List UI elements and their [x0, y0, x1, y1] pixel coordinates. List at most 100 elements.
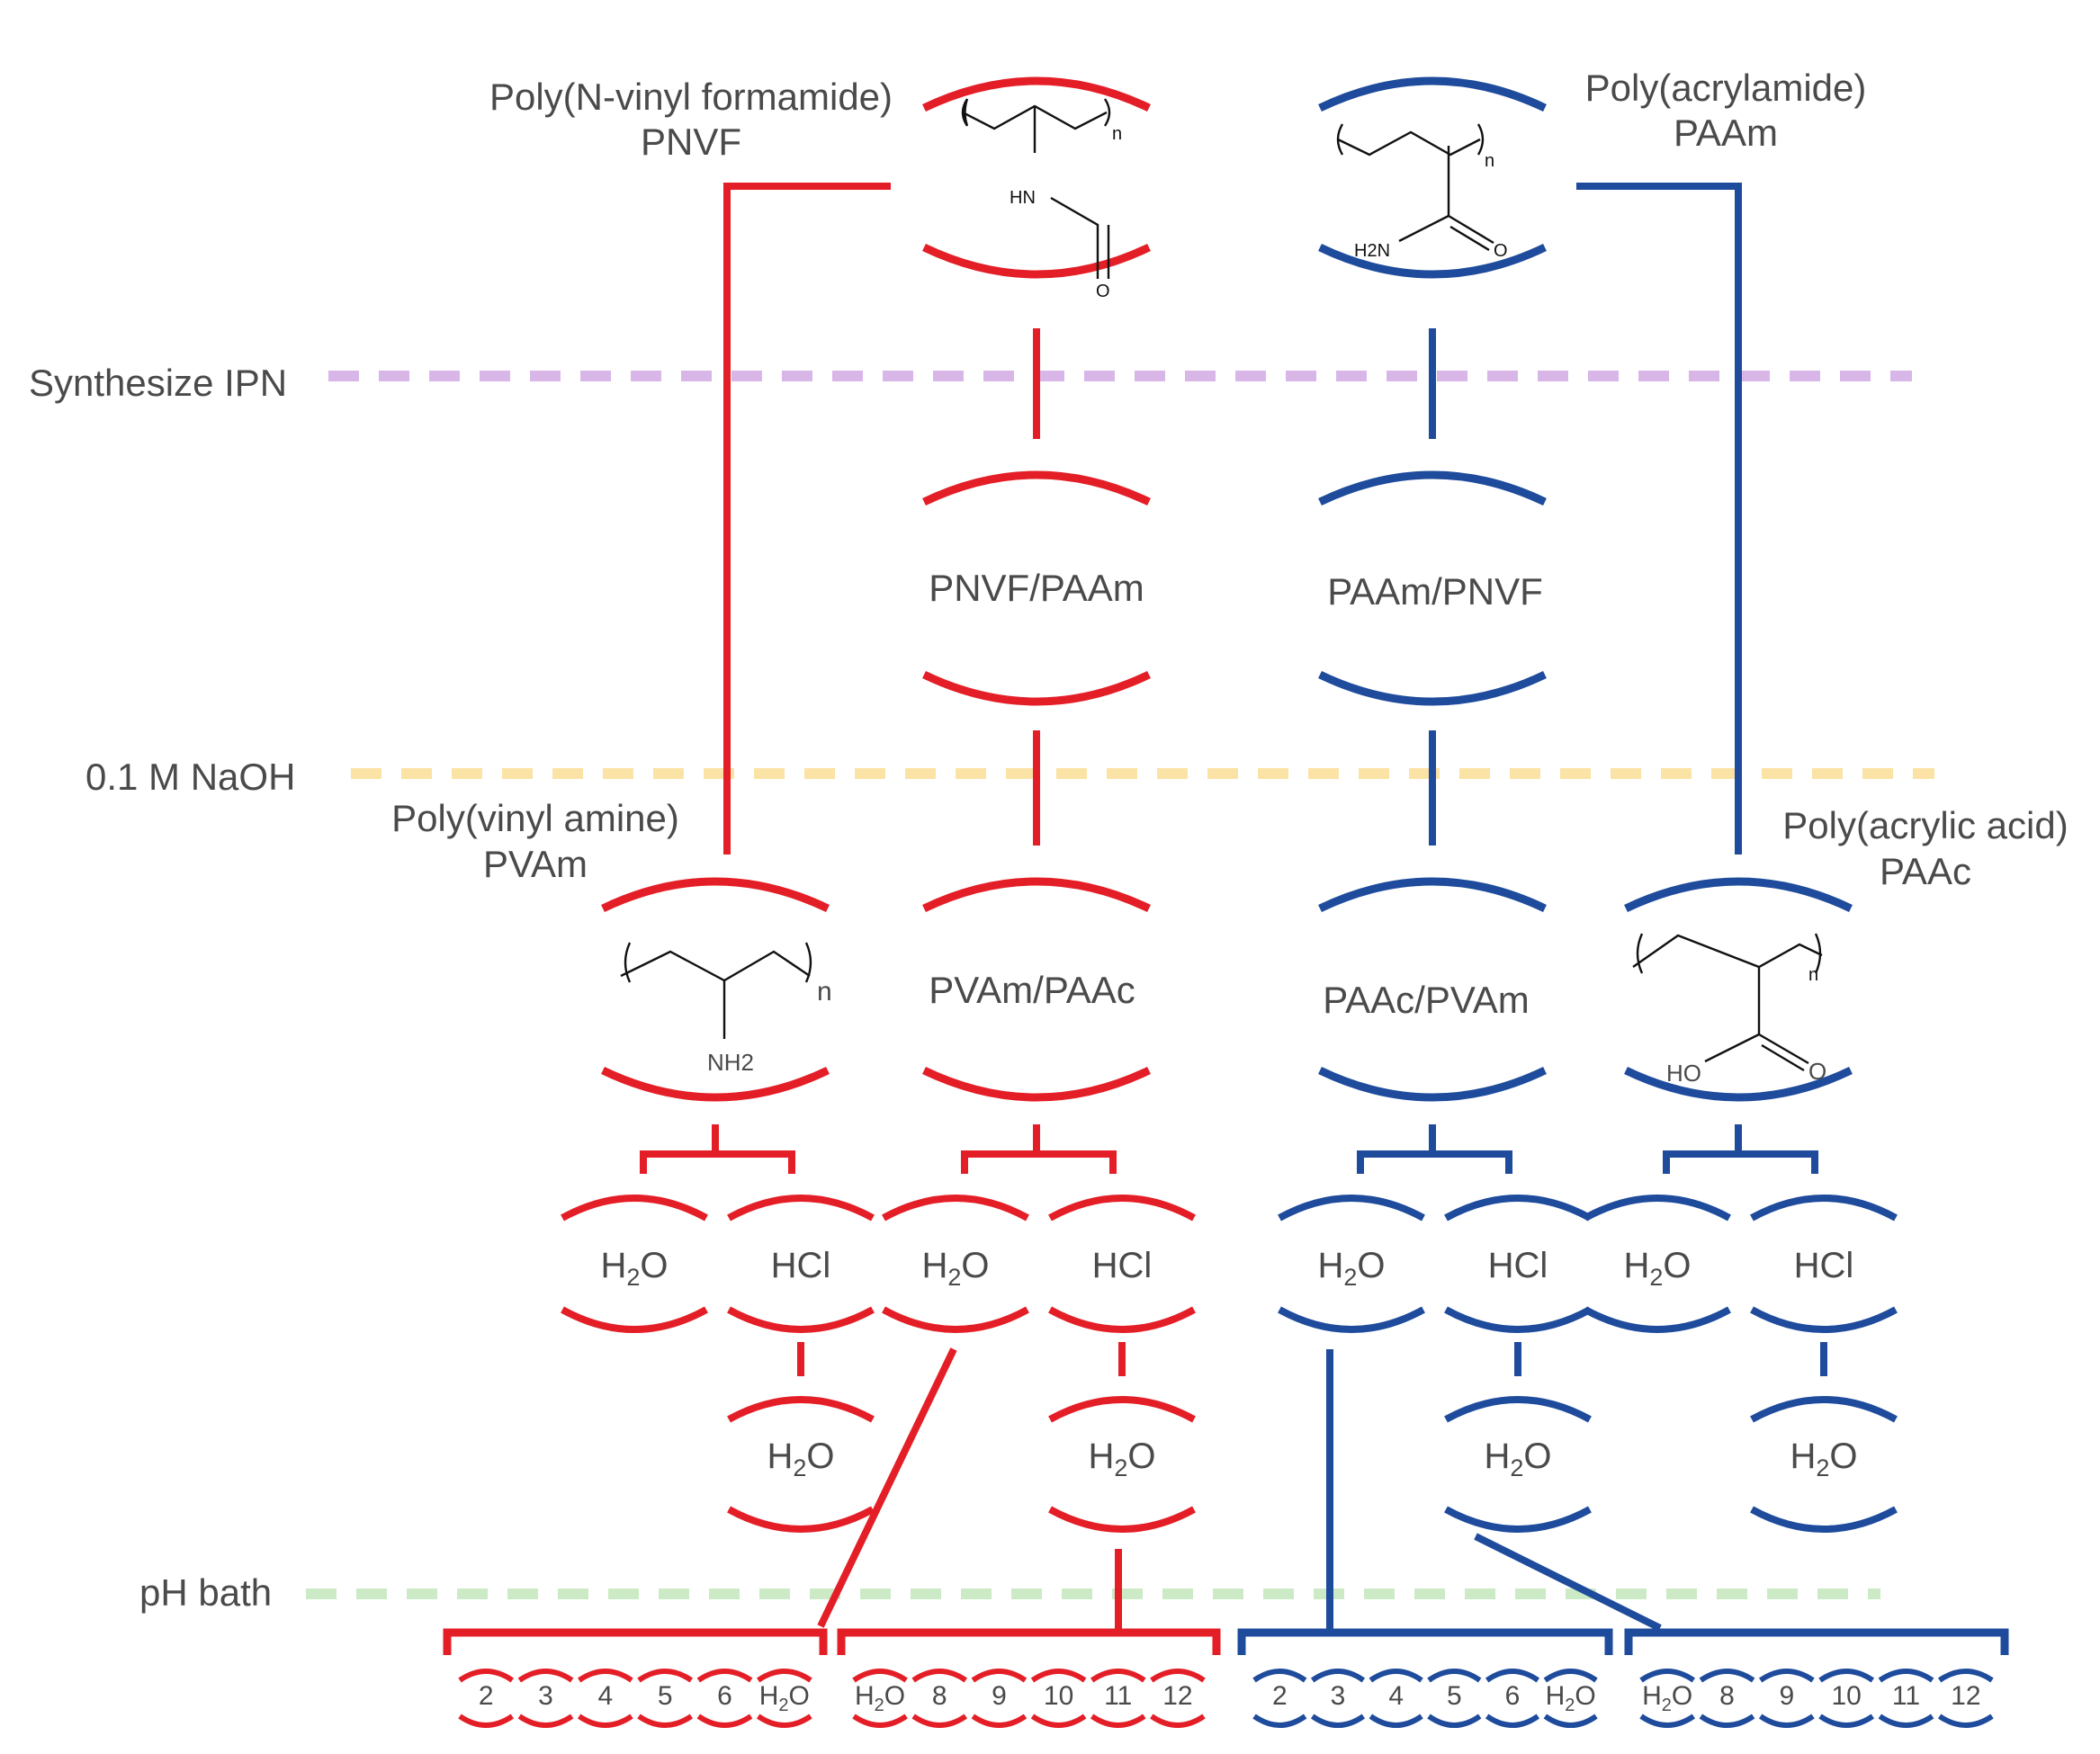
blue-acidic-ph-label: 6 — [1505, 1681, 1521, 1711]
red-acidic-ph-label: 6 — [717, 1681, 732, 1711]
paam-name-label: Poly(acrylamide) — [1585, 67, 1867, 109]
blue-acidic-ph-cap-bottom — [1310, 1714, 1366, 1728]
pvam-paac-hcl-bracket-top — [1048, 1195, 1196, 1222]
red-acidic-ph-cap-bottom — [517, 1714, 574, 1728]
red-acidic-ph-cap-top — [696, 1669, 753, 1683]
blue-basic-ph-cap-bottom — [1639, 1714, 1696, 1728]
paac-pvam-water-bracket-bottom — [1278, 1306, 1425, 1333]
pvam-abbr-label: PVAm — [483, 843, 588, 885]
pnvf-bracket-bottom — [922, 243, 1151, 279]
red-basic-ph-cap-top — [1030, 1669, 1087, 1683]
paam-h2n-label: H2N — [1354, 241, 1390, 261]
network-label-paac-pvam: PAAc/PVAm — [1323, 979, 1530, 1021]
paac-pvam-split-connector — [1357, 1124, 1512, 1174]
pvam-water-bracket-bottom — [561, 1306, 708, 1333]
paac-bracket-top — [1624, 877, 1853, 913]
blue-acidic-ph-cap-top — [1427, 1669, 1482, 1683]
blue-basic-ph-cap-bottom — [1878, 1714, 1934, 1728]
blue-acidic-ph-label: 3 — [1331, 1681, 1346, 1711]
red-basic-ph-label: 9 — [992, 1681, 1007, 1711]
pvam-nh2-label: NH2 — [707, 1049, 754, 1076]
blue-acidic-ph-label: 2 — [1272, 1681, 1288, 1711]
pnvf-name-label: Poly(N-vinyl formamide) — [489, 76, 893, 118]
red-acidic-ph-label: 2 — [479, 1681, 494, 1711]
pnvf-paam-bracket-bottom — [922, 670, 1151, 706]
pvam-name-label: Poly(vinyl amine) — [391, 797, 679, 839]
paac-water-bracket-top — [1584, 1195, 1731, 1222]
paam-pnvf-bracket-bottom — [1318, 670, 1547, 706]
pvam-paac-bracket-top — [922, 877, 1151, 913]
blue-basic-ph-label: 8 — [1719, 1681, 1735, 1711]
blue-basic-ph-cap-bottom — [1937, 1714, 1994, 1728]
paam-to-paac-connector — [1576, 183, 1742, 855]
paac-rinse-bracket-bottom — [1750, 1506, 1898, 1533]
paam-structure — [1336, 123, 1494, 252]
blue-acidic-ph-cap-top — [1252, 1669, 1307, 1683]
red-acidic-ph-cap-bottom — [696, 1714, 753, 1728]
stage-label-ph-bath: pH bath — [139, 1571, 272, 1614]
blue-basic-ph-label: 12 — [1951, 1681, 1980, 1711]
stage-label-synthesize: Synthesize IPN — [29, 362, 287, 404]
red-basic-ph-label: H2O — [855, 1681, 905, 1715]
red-basic-ph-cap-bottom — [1030, 1714, 1087, 1728]
paac-pvam-water-bracket-top — [1278, 1195, 1425, 1222]
red-basic-ph-cap-top — [911, 1669, 968, 1683]
red-basic-ph-cap-top — [971, 1669, 1028, 1683]
pnvf-o-label: O — [1096, 282, 1110, 301]
paac-pvam-rinse-label: H2O — [1484, 1436, 1551, 1481]
network-label-paam-pnvf: PAAm/PNVF — [1327, 570, 1543, 613]
red-acidic-ph-cap-bottom — [756, 1714, 812, 1728]
blue-basic-ph-cap-top — [1818, 1669, 1875, 1683]
blue-acidic-ph-cap-bottom — [1485, 1714, 1540, 1728]
paac-pvam-rinse-route — [1474, 1533, 1662, 1632]
red-basic-ph-label: 11 — [1104, 1681, 1132, 1711]
paac-name-label: Poly(acrylic acid) — [1782, 804, 2068, 846]
pvam-rinse-bracket-top — [727, 1396, 875, 1423]
paac-pvam-bracket-top — [1318, 877, 1547, 913]
pvam-paac-water-bracket-bottom — [882, 1306, 1029, 1333]
pvam-split-connector — [640, 1124, 795, 1174]
pnvf-paam-bracket-top — [922, 470, 1151, 506]
paam-bracket-bottom — [1318, 243, 1547, 279]
red-basic-ph-cap-top — [1150, 1669, 1206, 1683]
red-acidic-bath-bar — [443, 1628, 828, 1655]
pvam-water-bracket-top — [561, 1195, 708, 1222]
red-acidic-ph-label: 5 — [658, 1681, 673, 1711]
pvam-structure — [620, 942, 812, 1039]
red-acidic-ph-cap-bottom — [637, 1714, 694, 1728]
paam-abbr-label: PAAm — [1674, 112, 1778, 154]
red-acidic-ph-cap-bottom — [458, 1714, 515, 1728]
red-acidic-ph-cap-top — [637, 1669, 694, 1683]
blue-basic-ph-cap-top — [1937, 1669, 1994, 1683]
pvam-paac-rinse-bracket-top — [1048, 1396, 1196, 1423]
pvam-paac-hcl-bracket-bottom — [1048, 1306, 1196, 1333]
blue-basic-ph-cap-top — [1758, 1669, 1815, 1683]
paac-rinse-label: H2O — [1790, 1436, 1857, 1481]
paam-pnvf-bracket-top — [1318, 470, 1547, 506]
blue-acidic-bath-bar — [1237, 1628, 1613, 1655]
red-basic-ph-cap-top — [1090, 1669, 1146, 1683]
paac-pvam-hcl-bracket-top — [1444, 1195, 1592, 1222]
pnvf-bracket-top — [922, 76, 1151, 112]
red-basic-ph-cap-bottom — [911, 1714, 968, 1728]
blue-basic-ph-cap-bottom — [1818, 1714, 1875, 1728]
paac-pvam-hcl-bracket-bottom — [1444, 1306, 1592, 1333]
paam-bracket-top — [1318, 76, 1547, 112]
pvam-rinse-label: H2O — [767, 1436, 834, 1481]
blue-basic-ph-cap-top — [1878, 1669, 1934, 1683]
pvam-paac-rinse-bracket-bottom — [1048, 1506, 1196, 1533]
paac-ho-label: HO — [1666, 1060, 1701, 1087]
stage-label-naoh: 0.1 M NaOH — [85, 756, 295, 798]
paac-water-label: H2O — [1623, 1246, 1691, 1291]
paam-n-subscript: n — [1485, 151, 1494, 171]
paac-pvam-bracket-bottom — [1318, 1066, 1547, 1102]
paac-o-label: O — [1808, 1058, 1826, 1085]
paac-n-subscript: n — [1808, 965, 1818, 985]
pvam-paac-split-connector — [961, 1124, 1117, 1174]
pvam-paac-hcl-label: HCl — [1092, 1246, 1153, 1285]
red-basic-ph-cap-top — [852, 1669, 908, 1683]
red-acidic-ph-label: 4 — [597, 1681, 613, 1711]
red-basic-ph-cap-bottom — [852, 1714, 908, 1728]
